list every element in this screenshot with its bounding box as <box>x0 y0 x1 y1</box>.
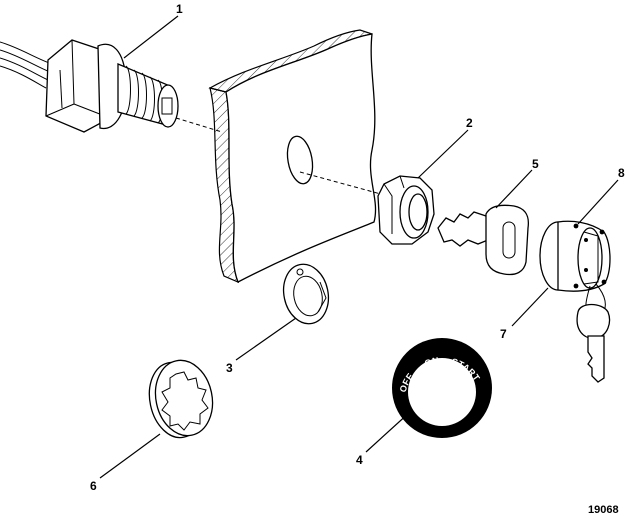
star-lock-washer <box>148 359 214 439</box>
centerline-upper <box>175 117 223 133</box>
leader-lines <box>99 15 619 479</box>
callout-3: 3 <box>226 361 233 375</box>
hex-nut <box>377 175 435 245</box>
callout-7: 7 <box>500 327 507 341</box>
callout-8: 8 <box>618 166 625 180</box>
svg-text:ON: ON <box>423 355 440 368</box>
callout-5: 5 <box>532 157 539 171</box>
callout-1: 1 <box>176 2 183 16</box>
centerline-lower <box>299 171 389 197</box>
ignition-switch-body <box>0 39 179 133</box>
threaded-shaft <box>117 63 179 128</box>
boot-assembly <box>539 220 611 383</box>
off-on-start-ring: OFF ON START <box>392 338 492 438</box>
callout-4: 4 <box>356 453 363 467</box>
ring-label-on: ON <box>423 355 440 368</box>
figure-id: 19068 <box>588 504 619 516</box>
dashboard-panel <box>208 29 377 284</box>
callout-2: 2 <box>466 116 473 130</box>
callout-6: 6 <box>90 479 97 493</box>
key <box>437 204 530 276</box>
retaining-washer <box>282 263 330 325</box>
